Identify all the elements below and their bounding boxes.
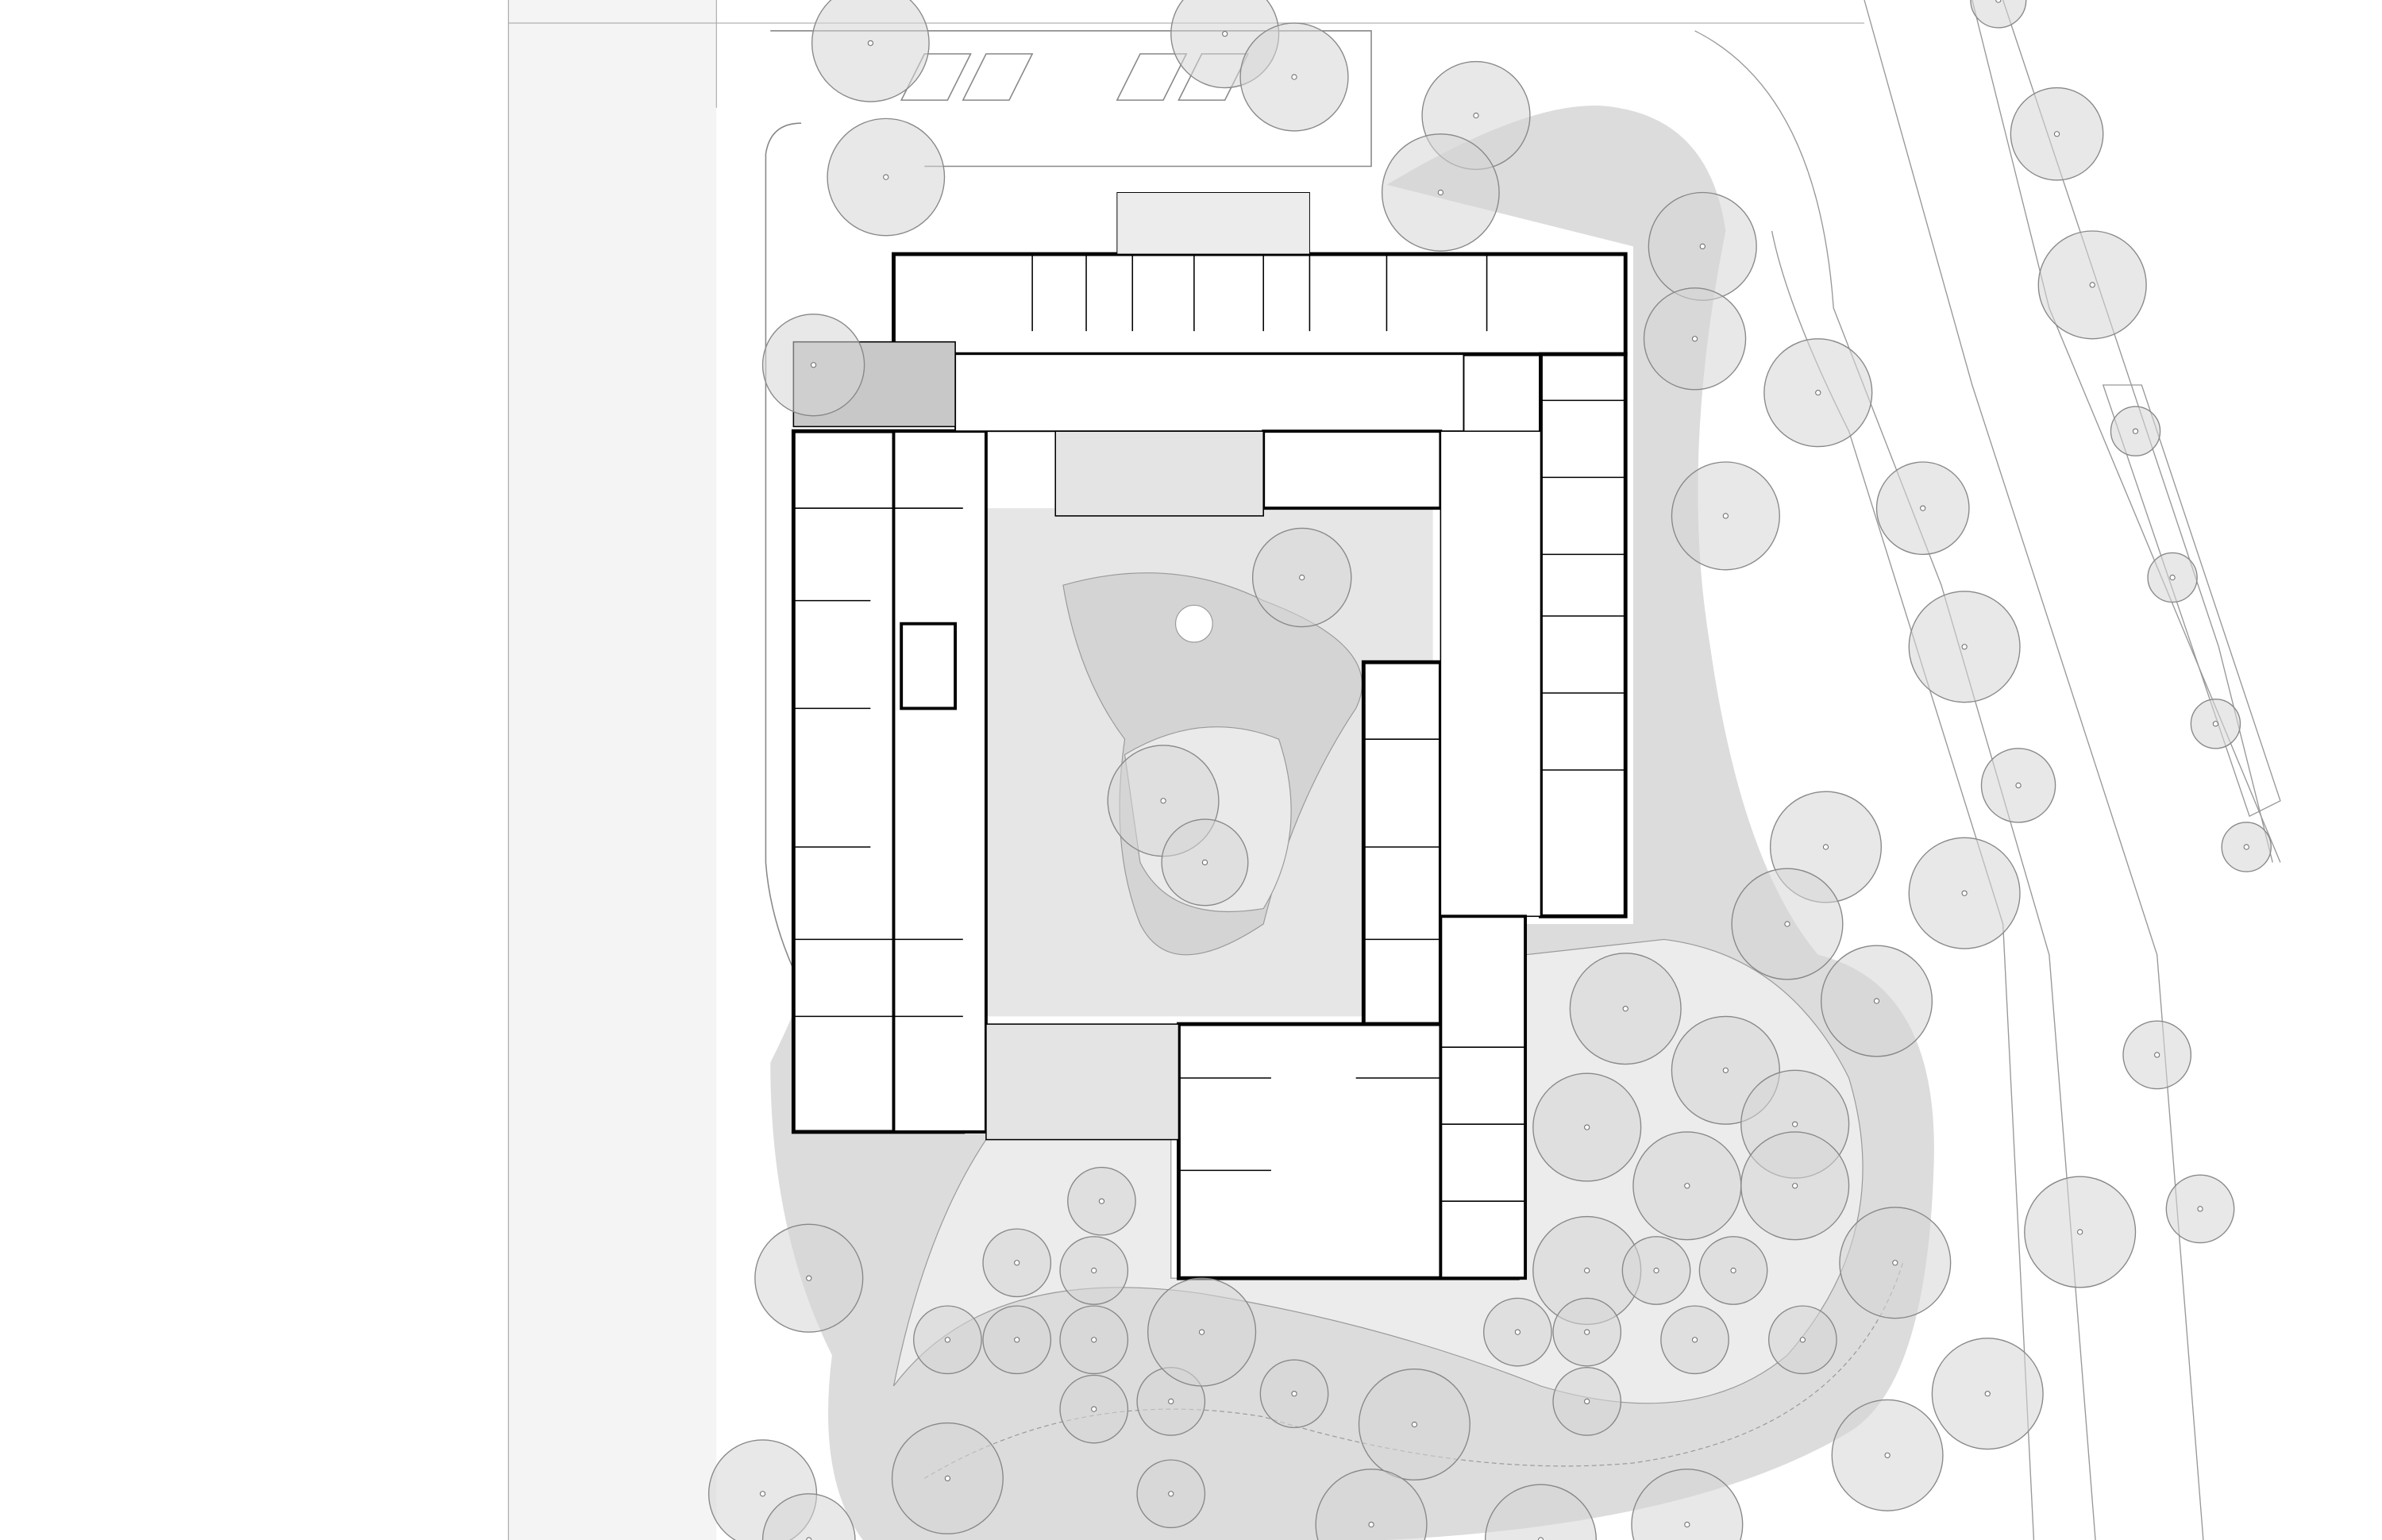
tree-trunk (1792, 1121, 1798, 1127)
tree-trunk (1822, 844, 1829, 850)
tree-trunk (883, 174, 889, 180)
tree-trunk (759, 1491, 766, 1497)
tree-trunk (1514, 1329, 1521, 1335)
tree-trunk (1014, 1260, 1020, 1266)
tree-trunk (1722, 513, 1729, 519)
tree-canopy (1970, 0, 2027, 29)
tree-trunk (1722, 1067, 1729, 1073)
tree-trunk (1537, 1537, 1544, 1540)
tree-trunk (1098, 1198, 1105, 1204)
tree-trunk (806, 1275, 812, 1281)
tree-trunk (1014, 1337, 1020, 1343)
tree-canopy (1484, 1484, 1598, 1540)
tree-trunk (1792, 1183, 1798, 1189)
tree-trunk (1091, 1267, 1097, 1274)
courtyard (985, 508, 1433, 1017)
tree-trunk (1984, 1391, 1991, 1397)
tree-trunk (1584, 1124, 1590, 1130)
tree-trunk (1091, 1406, 1097, 1412)
tree-trunk (1699, 243, 1706, 249)
tree-trunk (1799, 1337, 1806, 1343)
tree-trunk (1473, 112, 1479, 119)
tree-trunk (1584, 1267, 1590, 1274)
tree-trunk (1222, 31, 1228, 37)
tree-trunk (1884, 1452, 1891, 1458)
tree-trunk (1437, 189, 1443, 196)
tree-trunk (1730, 1267, 1736, 1274)
tree-trunk (1684, 1522, 1690, 1528)
tree-trunk (1920, 505, 1926, 511)
tree-trunk (1299, 574, 1305, 581)
tree-trunk (1198, 1329, 1205, 1335)
tree-canopy (811, 0, 930, 102)
tree-trunk (1291, 1391, 1297, 1397)
tree-trunk (2212, 721, 2219, 727)
tree-trunk (867, 40, 873, 46)
tree-trunk (1961, 644, 1968, 650)
street-area (507, 0, 1864, 1540)
tree-trunk (944, 1475, 950, 1481)
tree-trunk (1784, 921, 1790, 927)
tree-trunk (1684, 1183, 1690, 1189)
tree-canopy (1315, 1469, 1428, 1540)
tree-trunk (1873, 998, 1880, 1004)
tree-trunk (1995, 0, 2002, 3)
tree-trunk (1584, 1329, 1590, 1335)
tree-trunk (1411, 1421, 1417, 1428)
tree-trunk (1168, 1491, 1174, 1497)
tree-trunk (1584, 1398, 1590, 1404)
tree-trunk (944, 1337, 950, 1343)
tree-canopy (761, 1493, 856, 1540)
tree-trunk (2077, 1229, 2083, 1235)
tree-trunk (1091, 1337, 1097, 1343)
tree-trunk (806, 1537, 812, 1540)
tree-trunk (2053, 131, 2060, 137)
tree-trunk (1291, 74, 1297, 80)
tree-trunk (2243, 844, 2249, 850)
tree-trunk (1368, 1522, 1374, 1528)
trees (707, 0, 2272, 1540)
tree-trunk (1201, 859, 1208, 865)
tree-trunk (1691, 1337, 1698, 1343)
tree-trunk (2015, 782, 2022, 788)
tree-canopy (1631, 1469, 1744, 1540)
tree-trunk (2089, 282, 2095, 288)
tree-trunk (1961, 890, 1968, 896)
tree-trunk (1160, 798, 1166, 804)
tree-trunk (810, 362, 817, 368)
tree-trunk (1622, 1006, 1628, 1012)
tree-trunk (1815, 390, 1821, 396)
tree-trunk (2197, 1206, 2203, 1212)
tree-trunk (2132, 428, 2139, 434)
tree-trunk (1892, 1260, 1898, 1266)
tree-trunk (2154, 1052, 2160, 1058)
tree-trunk (1168, 1398, 1174, 1404)
tree-trunk (2169, 574, 2176, 581)
tree-trunk (1653, 1267, 1659, 1274)
tree-trunk (1691, 336, 1698, 342)
